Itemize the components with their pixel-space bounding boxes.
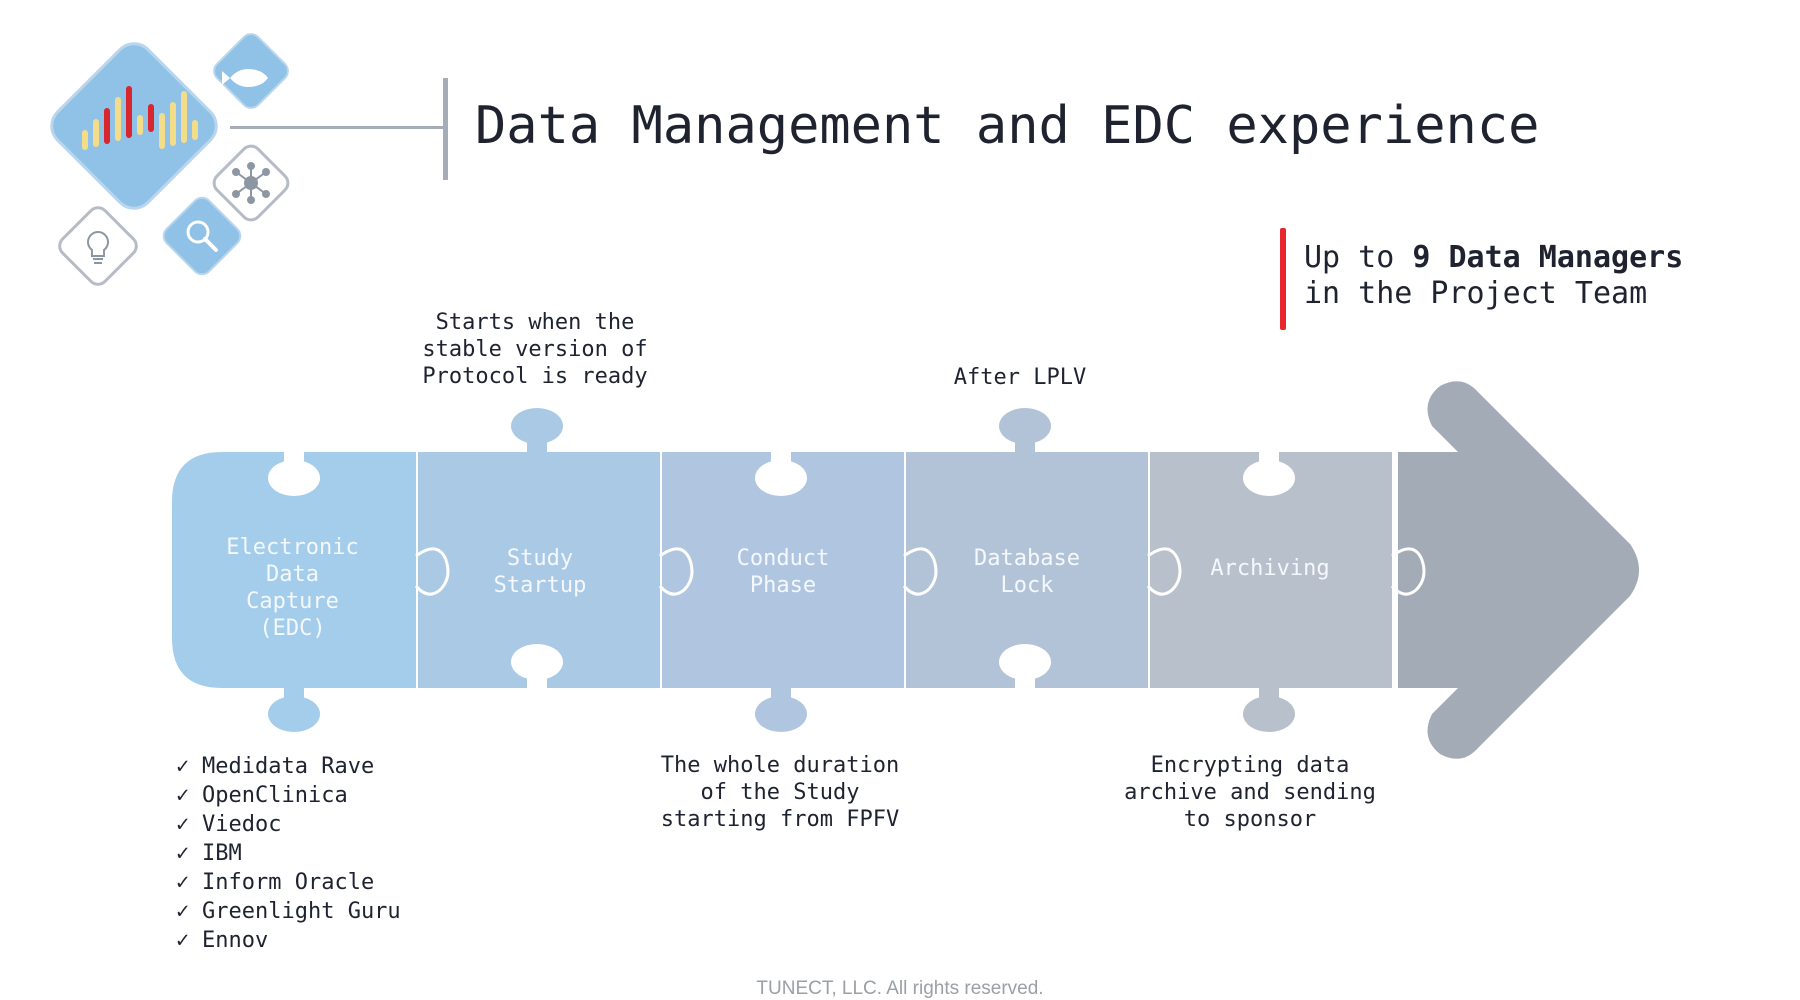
- arrow-head: [1398, 381, 1639, 759]
- team-note-accent-bar: [1280, 228, 1286, 330]
- knob-hole-archive-top-neck: [1259, 452, 1279, 478]
- knob-conduct-bottom: [755, 688, 807, 732]
- network-icon: [212, 144, 290, 222]
- check-icon: ✓: [176, 899, 190, 924]
- check-icon: ✓: [176, 783, 190, 808]
- edc-system-name: Medidata Rave: [202, 754, 375, 779]
- puzzle-interlock-curve: [414, 547, 450, 596]
- page-title: Data Management and EDC experience: [475, 96, 1540, 156]
- check-icon: ✓: [176, 754, 190, 779]
- edc-system-name: Ennov: [202, 928, 269, 953]
- knob-hole-conduct-top-neck: [771, 452, 791, 478]
- edc-system-name: Viedoc: [202, 812, 282, 837]
- magnifier-icon: [162, 196, 242, 276]
- check-icon: ✓: [176, 841, 190, 866]
- edc-system-item: ✓ IBM: [176, 839, 401, 868]
- puzzle-piece-edc: [172, 452, 416, 688]
- logo-bar: [192, 120, 198, 140]
- team-size-note: Up to 9 Data Managers in the Project Tea…: [1304, 240, 1683, 312]
- puzzle-knobs: [268, 408, 1426, 732]
- lightbulb-icon: [58, 206, 138, 286]
- logo-bar: [137, 115, 143, 135]
- knob-hole-startup-bottom-neck: [527, 662, 547, 688]
- knob-startup-top: [511, 408, 563, 452]
- check-icon: ✓: [176, 870, 190, 895]
- knob-hole-lock-bottom-neck: [1015, 662, 1035, 688]
- chart-logo-icon: [50, 42, 218, 210]
- puzzle-interlock-curve: [658, 547, 694, 596]
- logo-bar: [104, 108, 110, 144]
- logo-bar: [170, 102, 176, 146]
- edc-system-name: IBM: [202, 841, 242, 866]
- logo: [50, 33, 290, 286]
- title-connector-line: [230, 126, 446, 129]
- edc-system-item: ✓ Inform Oracle: [176, 868, 401, 897]
- knob-edc-bottom: [268, 688, 320, 732]
- edc-system-item: ✓ Medidata Rave: [176, 752, 401, 781]
- puzzle-interlock-curve: [1390, 547, 1426, 596]
- team-note-line2: in the Project Team: [1304, 276, 1648, 311]
- footer-copyright: TUNECT, LLC. All rights reserved.: [756, 978, 1044, 999]
- edc-system-item: ✓ Viedoc: [176, 810, 401, 839]
- edc-system-name: OpenClinica: [202, 783, 348, 808]
- team-note-highlight: 9 Data Managers: [1412, 240, 1684, 275]
- title-divider: [443, 78, 448, 180]
- puzzle-interlock-curve: [902, 547, 938, 596]
- check-icon: ✓: [176, 928, 190, 953]
- note-database-lock: After LPLV: [953, 365, 1087, 390]
- knob-hole-edc-top-neck: [284, 452, 304, 478]
- logo-bar: [82, 130, 88, 150]
- phase-label-archive: Archiving: [1210, 556, 1330, 581]
- knob-archive-bottom: [1243, 688, 1295, 732]
- logo-bar: [126, 86, 132, 138]
- edc-system-item: ✓ OpenClinica: [176, 781, 401, 810]
- edc-system-name: Greenlight Guru: [202, 899, 401, 924]
- logo-bar: [93, 119, 99, 147]
- check-icon: ✓: [176, 812, 190, 837]
- edc-system-name: Inform Oracle: [202, 870, 375, 895]
- puzzle-interlock-curve: [1146, 547, 1182, 596]
- team-note-line1: Up to 9 Data Managers: [1304, 240, 1684, 275]
- logo-bar: [159, 113, 165, 149]
- edc-systems-list: ✓ Medidata Rave ✓ OpenClinica ✓ Viedoc ✓ IBM ✓ In…: [176, 752, 401, 955]
- knob-lock-top: [999, 408, 1051, 452]
- logo-bar: [148, 104, 154, 132]
- edc-system-item: ✓ Ennov: [176, 926, 401, 955]
- logo-bar: [115, 97, 121, 141]
- logo-bar: [181, 91, 187, 143]
- edc-system-item: ✓ Greenlight Guru: [176, 897, 401, 926]
- fish-icon: [213, 33, 289, 109]
